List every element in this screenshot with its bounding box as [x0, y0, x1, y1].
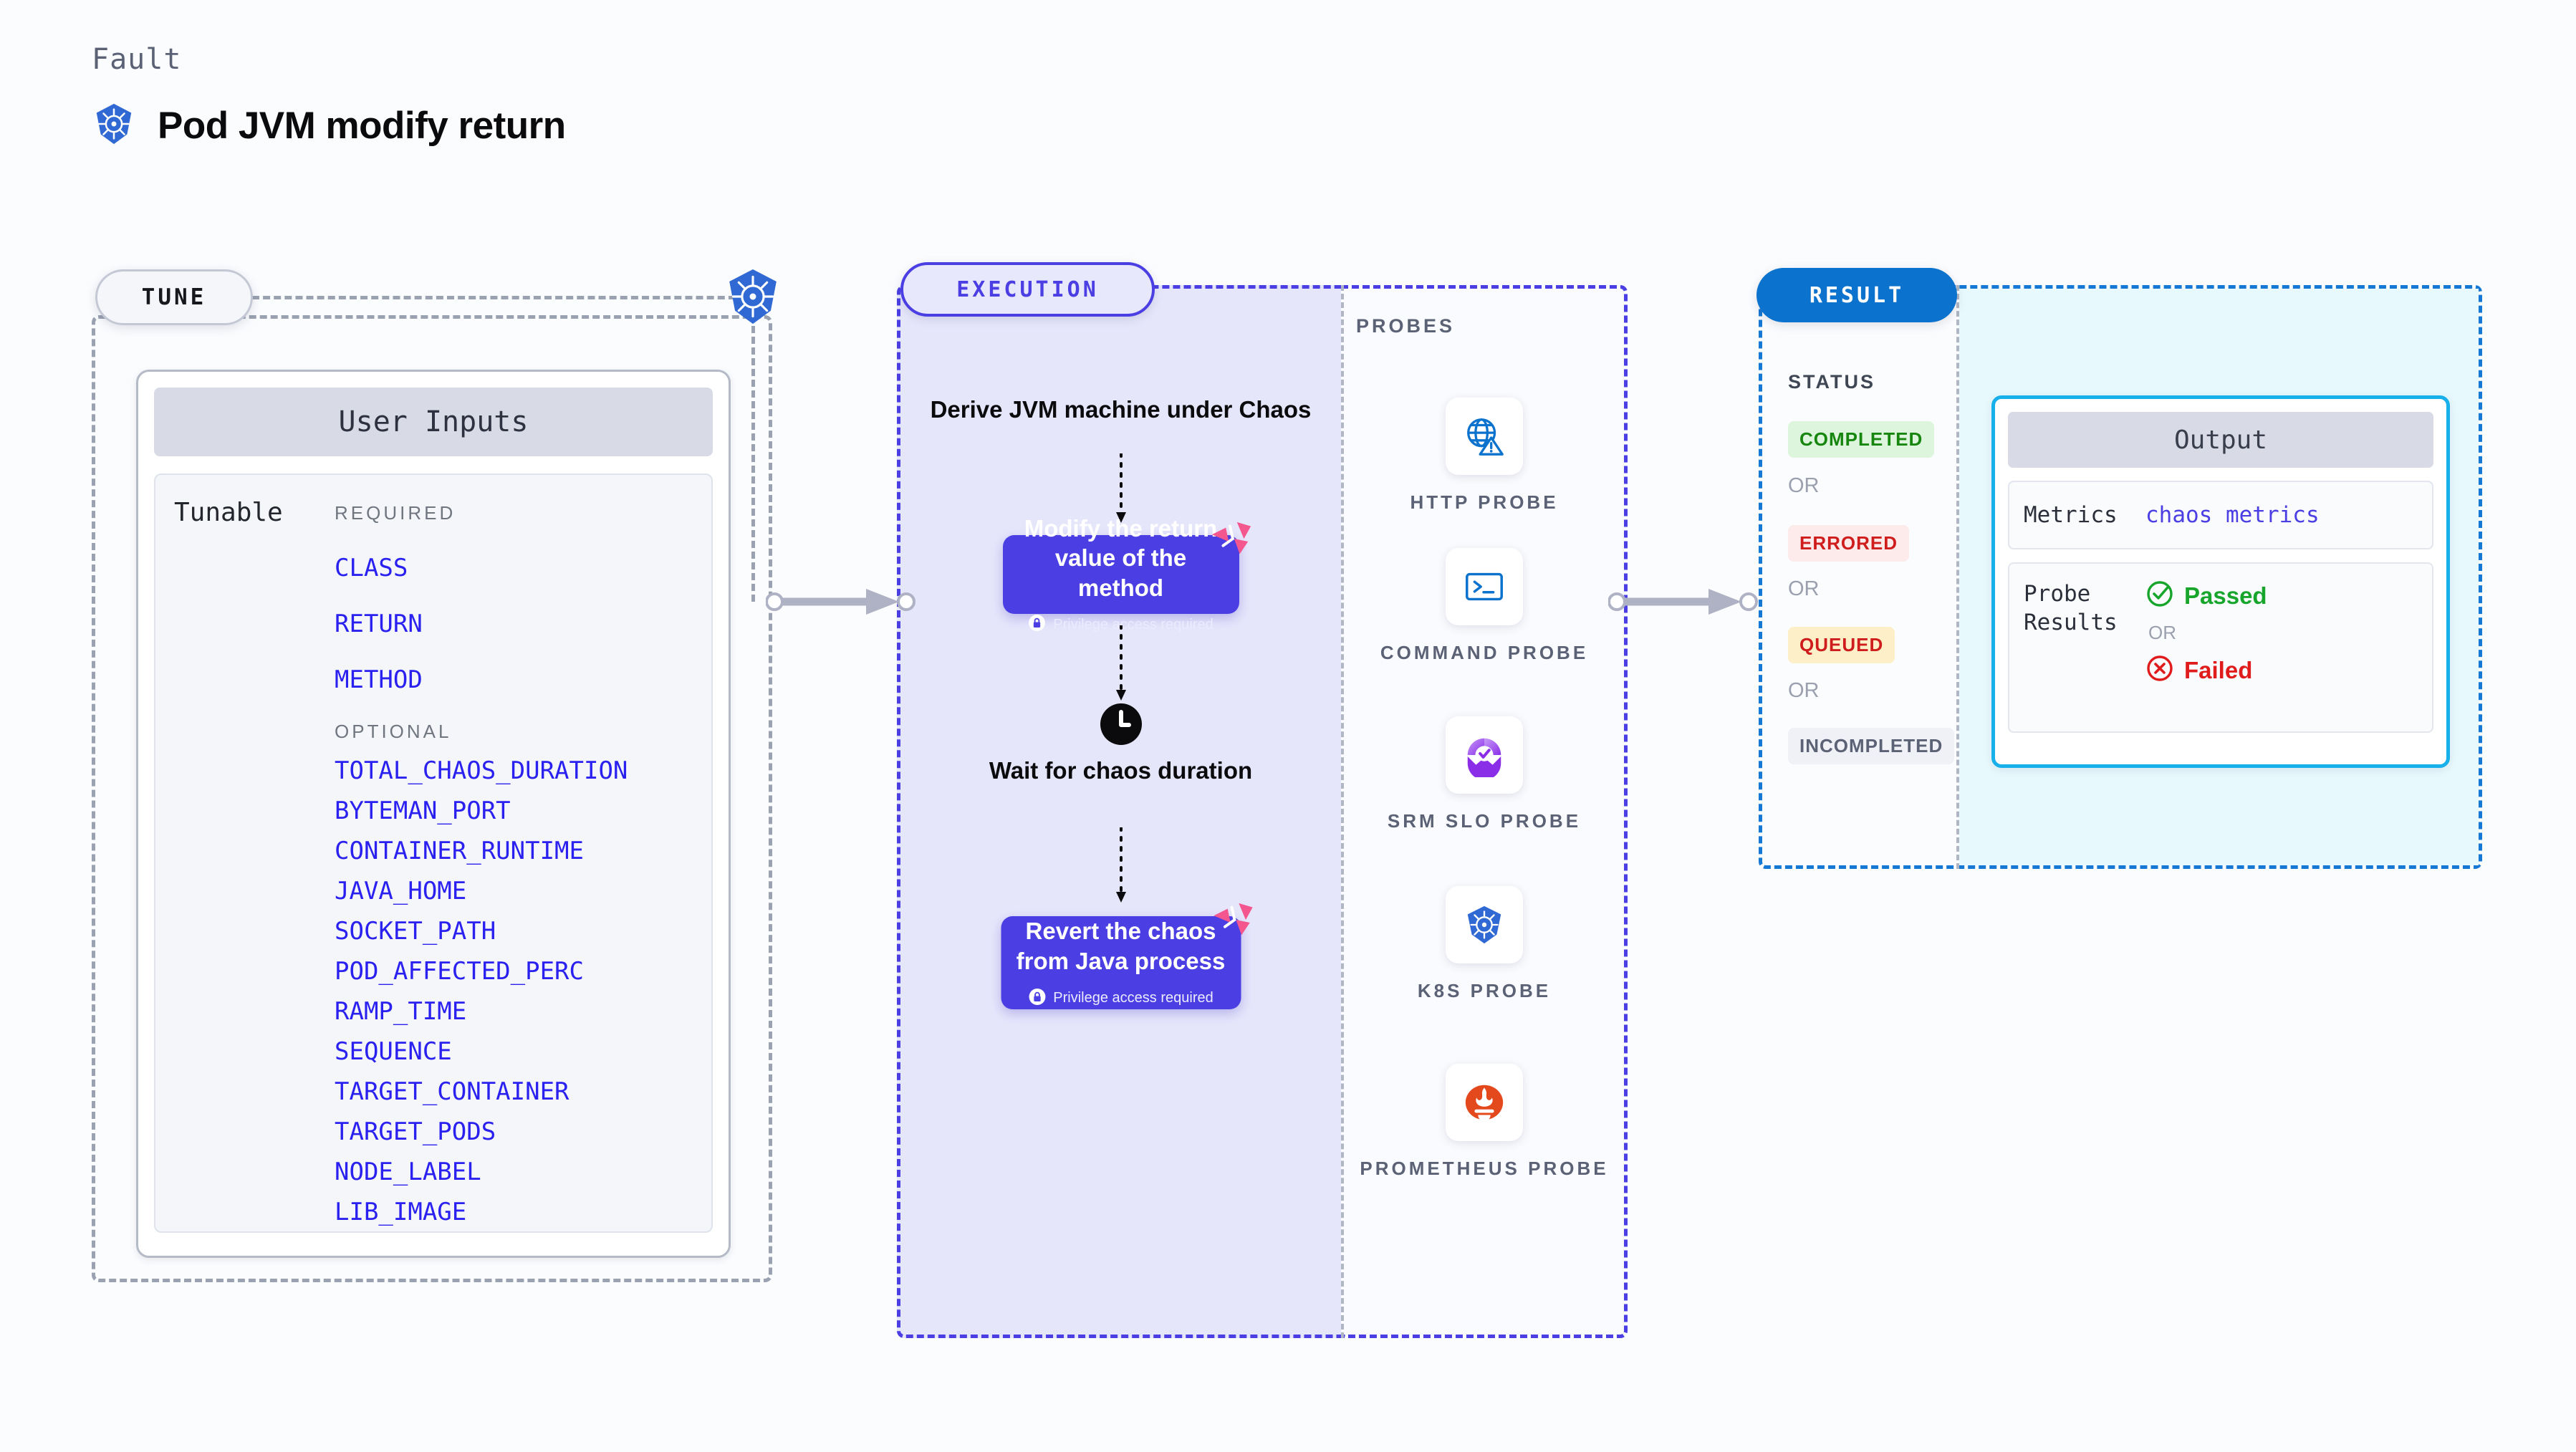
- tunable-section: Tunable REQUIRED CLASS RETURN METHOD OPT…: [154, 473, 713, 1233]
- probe-result-passed: Passed: [2145, 580, 2267, 612]
- param-sequence[interactable]: SEQUENCE: [335, 1037, 452, 1066]
- probe-http[interactable]: HTTP PROBE: [1341, 398, 1628, 516]
- action-box-revert-chaos[interactable]: Revert the chaos from Java process Privi…: [1001, 903, 1253, 1009]
- or-separator: OR: [2148, 622, 2176, 643]
- output-row-metrics: Metrics chaos metrics: [2008, 481, 2433, 549]
- parameter-list: REQUIRED CLASS RETURN METHOD OPTIONAL TO…: [335, 491, 700, 1224]
- required-group-label: REQUIRED: [335, 502, 456, 524]
- probe-label: SRM SLO PROBE: [1387, 810, 1582, 832]
- kubernetes-icon: [723, 266, 783, 327]
- param-java-home[interactable]: JAVA_HOME: [335, 877, 467, 905]
- probes-label: PROBES: [1356, 315, 1456, 337]
- param-node-label[interactable]: NODE_LABEL: [335, 1158, 481, 1186]
- probes-divider: [1341, 285, 1344, 1338]
- action-box-modify-return[interactable]: Modify the return value of the method Pr…: [1002, 515, 1251, 633]
- result-panel: [1759, 285, 2482, 869]
- param-container-runtime[interactable]: CONTAINER_RUNTIME: [335, 837, 584, 865]
- param-socket-path[interactable]: SOCKET_PATH: [335, 917, 496, 946]
- passed-label: Passed: [2184, 582, 2267, 609]
- user-inputs-header: User Inputs: [154, 388, 713, 456]
- probe-results-key: Probe Results: [2024, 581, 2118, 636]
- srm-slo-icon: [1446, 716, 1523, 794]
- harness-icon: [1211, 899, 1255, 943]
- flow-arrow-1: [1114, 452, 1128, 529]
- flow-arrow-2: [1114, 624, 1128, 706]
- probe-label: HTTP PROBE: [1410, 491, 1559, 513]
- status-badge-incompleted: INCOMPLETED: [1788, 728, 1955, 764]
- execution-stage-pill[interactable]: EXECUTION: [900, 262, 1155, 317]
- kubernetes-icon: [1446, 886, 1523, 963]
- eyebrow-label: Fault: [92, 43, 182, 76]
- privilege-note: Privilege access required: [1053, 990, 1213, 1006]
- probe-label: COMMAND PROBE: [1380, 642, 1589, 663]
- step-derive-caption: Derive JVM machine under Chaos: [930, 396, 1312, 423]
- metrics-key: Metrics: [2024, 501, 2118, 528]
- param-target-pods[interactable]: TARGET_PODS: [335, 1117, 496, 1146]
- check-circle-icon: [2145, 580, 2174, 612]
- param-lib-image[interactable]: LIB_IMAGE: [335, 1198, 467, 1226]
- terminal-icon: [1446, 548, 1523, 625]
- optional-group-label: OPTIONAL: [335, 721, 452, 742]
- status-badge-completed: COMPLETED: [1788, 421, 1935, 458]
- tune-connector-line: [252, 296, 746, 299]
- user-inputs-card: User Inputs Tunable REQUIRED CLASS RETUR…: [136, 370, 731, 1258]
- tune-panel: [92, 315, 772, 1282]
- probe-prometheus[interactable]: PROMETHEUS PROBE: [1341, 1064, 1628, 1183]
- status-label: STATUS: [1788, 371, 1875, 393]
- harness-icon: [1209, 518, 1254, 562]
- or-separator: OR: [1788, 679, 1820, 702]
- metrics-value-link[interactable]: chaos metrics: [2145, 502, 2320, 528]
- probe-srm-slo[interactable]: SRM SLO PROBE: [1341, 716, 1628, 835]
- globe-warning-icon: [1446, 398, 1523, 475]
- flow-arrow-3: [1114, 826, 1128, 908]
- privilege-row: Privilege access required: [1028, 614, 1213, 635]
- page-header: Fault Pod JVM modify return: [92, 43, 566, 150]
- connector-arrow-execution-to-result: [1607, 586, 1759, 617]
- status-badge-errored: ERRORED: [1788, 525, 1910, 562]
- privilege-row: Privilege access required: [1028, 988, 1213, 1009]
- param-byteman-port[interactable]: BYTEMAN_PORT: [335, 797, 511, 825]
- result-stage-pill[interactable]: RESULT: [1756, 268, 1957, 322]
- privilege-note: Privilege access required: [1053, 616, 1213, 633]
- prometheus-icon: [1446, 1064, 1523, 1141]
- page-title: Pod JVM modify return: [158, 105, 566, 147]
- action-title: Modify the return value of the method: [1024, 514, 1218, 601]
- tune-connector-vertical: [751, 326, 755, 602]
- failed-label: Failed: [2184, 656, 2253, 683]
- probe-results-values: Passed OR Failed: [2145, 580, 2267, 686]
- probe-label: PROMETHEUS PROBE: [1360, 1158, 1609, 1179]
- or-separator: OR: [1788, 577, 1820, 600]
- param-method[interactable]: METHOD: [335, 665, 423, 694]
- output-card: Output Metrics chaos metrics Probe Resul…: [1991, 395, 2450, 768]
- step-wait-caption: Wait for chaos duration: [989, 757, 1253, 784]
- param-ramp-time[interactable]: RAMP_TIME: [335, 997, 467, 1026]
- title-row: Pod JVM modify return: [92, 102, 566, 150]
- clock-icon: [1100, 703, 1143, 746]
- status-badge-queued: QUEUED: [1788, 627, 1895, 663]
- probe-command[interactable]: COMMAND PROBE: [1341, 548, 1628, 667]
- kubernetes-icon: [92, 102, 136, 150]
- probe-k8s[interactable]: K8S PROBE: [1341, 886, 1628, 1005]
- param-pod-affected-perc[interactable]: POD_AFFECTED_PERC: [335, 957, 584, 986]
- output-row-probe-results: Probe Results Passed OR: [2008, 562, 2433, 733]
- tunable-label: Tunable: [174, 498, 283, 527]
- connector-arrow-tune-to-execution: [765, 586, 916, 617]
- param-return[interactable]: RETURN: [335, 610, 423, 638]
- execution-panel: Derive JVM machine under Chaos Modify th…: [897, 285, 1341, 1338]
- output-header: Output: [2008, 412, 2433, 468]
- x-circle-icon: [2145, 654, 2174, 686]
- probe-label: K8S PROBE: [1417, 980, 1552, 1001]
- param-total-chaos-duration[interactable]: TOTAL_CHAOS_DURATION: [335, 756, 628, 785]
- result-status-column: [1759, 285, 1959, 869]
- probe-result-failed: Failed: [2145, 654, 2267, 686]
- or-separator: OR: [1788, 474, 1820, 497]
- action-title: Revert the chaos from Java process: [1016, 918, 1226, 974]
- lock-icon: [1028, 988, 1046, 1009]
- param-target-container[interactable]: TARGET_CONTAINER: [335, 1077, 569, 1106]
- tune-stage-pill[interactable]: TUNE: [95, 269, 253, 325]
- lock-icon: [1028, 614, 1046, 635]
- param-class[interactable]: CLASS: [335, 554, 408, 582]
